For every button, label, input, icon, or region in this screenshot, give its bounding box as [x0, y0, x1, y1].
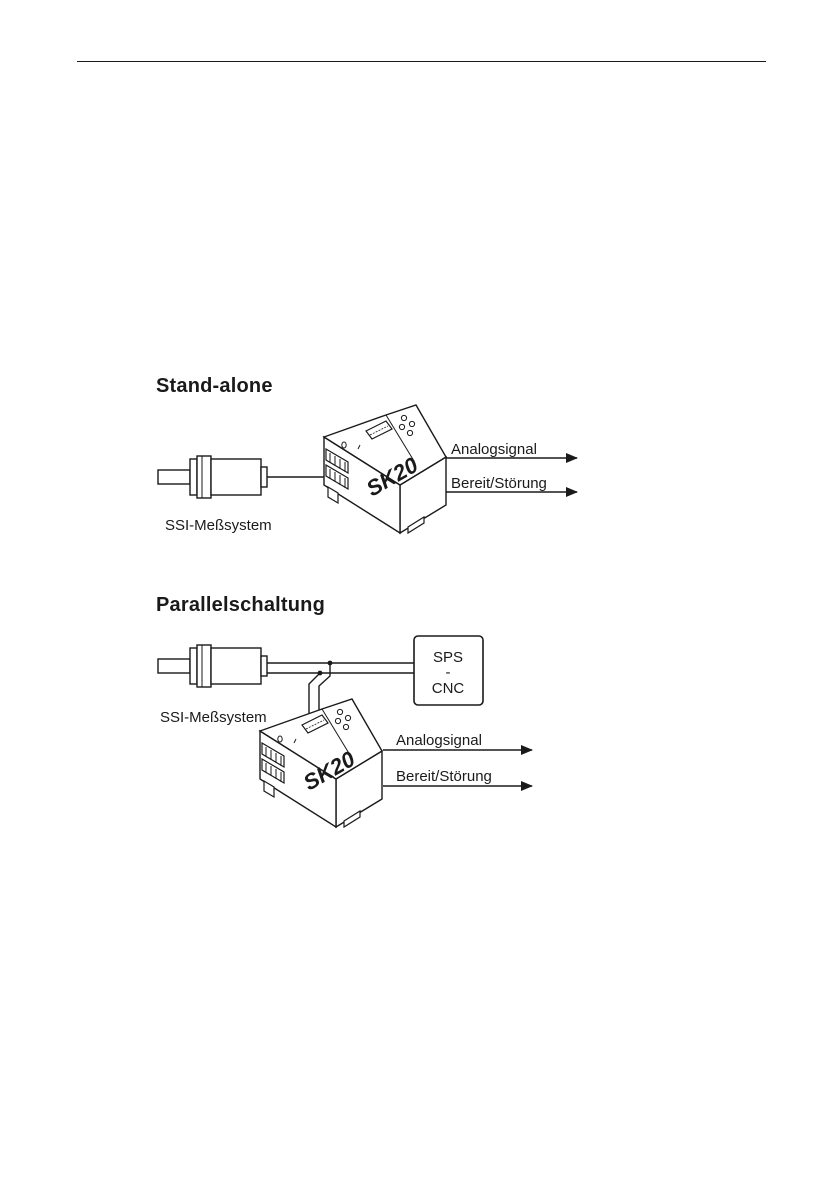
controller-label: CNC [432, 680, 465, 697]
output-label: Bereit/Störung [451, 475, 547, 492]
ssi-encoder-icon [158, 456, 267, 498]
output-label: Bereit/Störung [396, 768, 492, 785]
sensor-label: SSI-Meßsystem [160, 709, 267, 726]
ssi-encoder-icon [158, 645, 267, 687]
output-label: Analogsignal [451, 441, 537, 458]
sensor-label: SSI-Meßsystem [165, 517, 272, 534]
controller-label: - [446, 664, 451, 681]
output-label: Analogsignal [396, 732, 482, 749]
